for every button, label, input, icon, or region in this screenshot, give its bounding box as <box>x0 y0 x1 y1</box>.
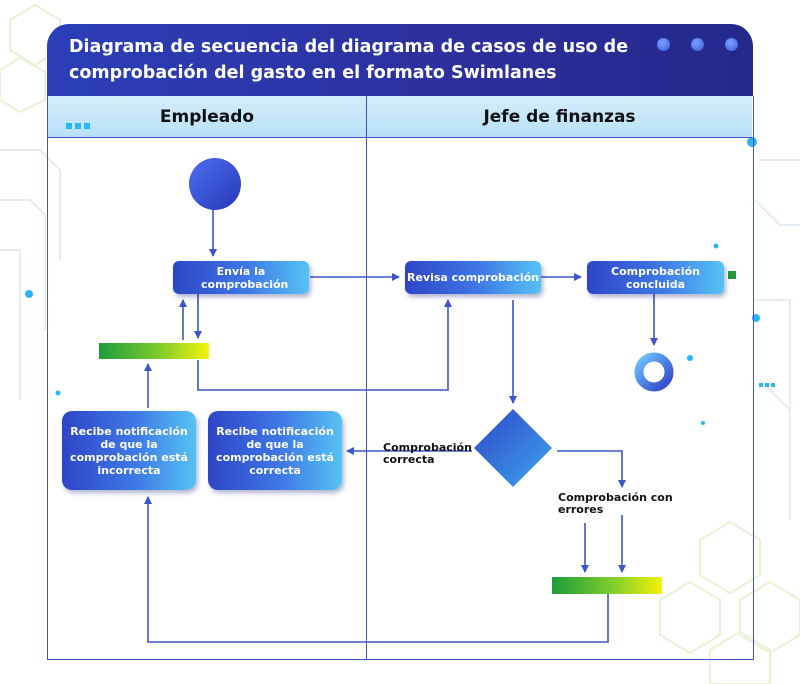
node-label: Comprobación concluida <box>611 264 700 291</box>
diagram-header: Diagrama de secuencia del diagrama de ca… <box>47 24 753 96</box>
node-review-receipt: Revisa comprobación <box>405 261 541 294</box>
lane-title: Empleado <box>159 106 255 127</box>
edge-label-correct: Comprobación correcta <box>383 441 472 466</box>
end-node <box>634 352 674 392</box>
sync-bar <box>552 577 662 594</box>
node-notify-incorrect: Recibe notificación de que la comprobaci… <box>62 411 196 490</box>
node-label: Revisa comprobación <box>406 271 540 284</box>
decor-square-icon <box>84 123 90 129</box>
node-label: Recibe notificación de que la comprobaci… <box>70 424 188 477</box>
edge-label-errors: Comprobación con errores <box>558 491 673 516</box>
lane-divider <box>366 96 367 659</box>
node-label: Recibe notificación de que la comprobaci… <box>216 424 334 477</box>
header-dot-icon <box>691 38 704 51</box>
decor-square-icon <box>75 123 81 129</box>
decor-square-icon <box>771 383 775 387</box>
decision-node <box>474 409 552 487</box>
header-dot-icon <box>657 38 670 51</box>
header-dot-icon <box>725 38 738 51</box>
decor-square-icon <box>66 123 72 129</box>
node-send-receipt: Envía la comprobación <box>173 261 309 294</box>
decor-square-icon <box>759 383 763 387</box>
node-receipt-done: Comprobación concluida <box>587 261 724 294</box>
lane-title: Jefe de finanzas <box>483 106 636 127</box>
swimlane-frame <box>47 96 754 660</box>
diagram-title: Diagrama de secuencia del diagrama de ca… <box>69 37 629 83</box>
start-node <box>189 158 241 210</box>
sync-bar <box>99 343 209 359</box>
lane-header-jefe-finanzas: Jefe de finanzas <box>367 96 752 138</box>
decor-square-icon <box>728 271 736 279</box>
lane-header-empleado: Empleado <box>48 96 366 138</box>
node-notify-correct: Recibe notificación de que la comprobaci… <box>208 411 342 490</box>
decor-square-icon <box>765 383 769 387</box>
node-label: Envía la comprobación <box>201 264 289 291</box>
